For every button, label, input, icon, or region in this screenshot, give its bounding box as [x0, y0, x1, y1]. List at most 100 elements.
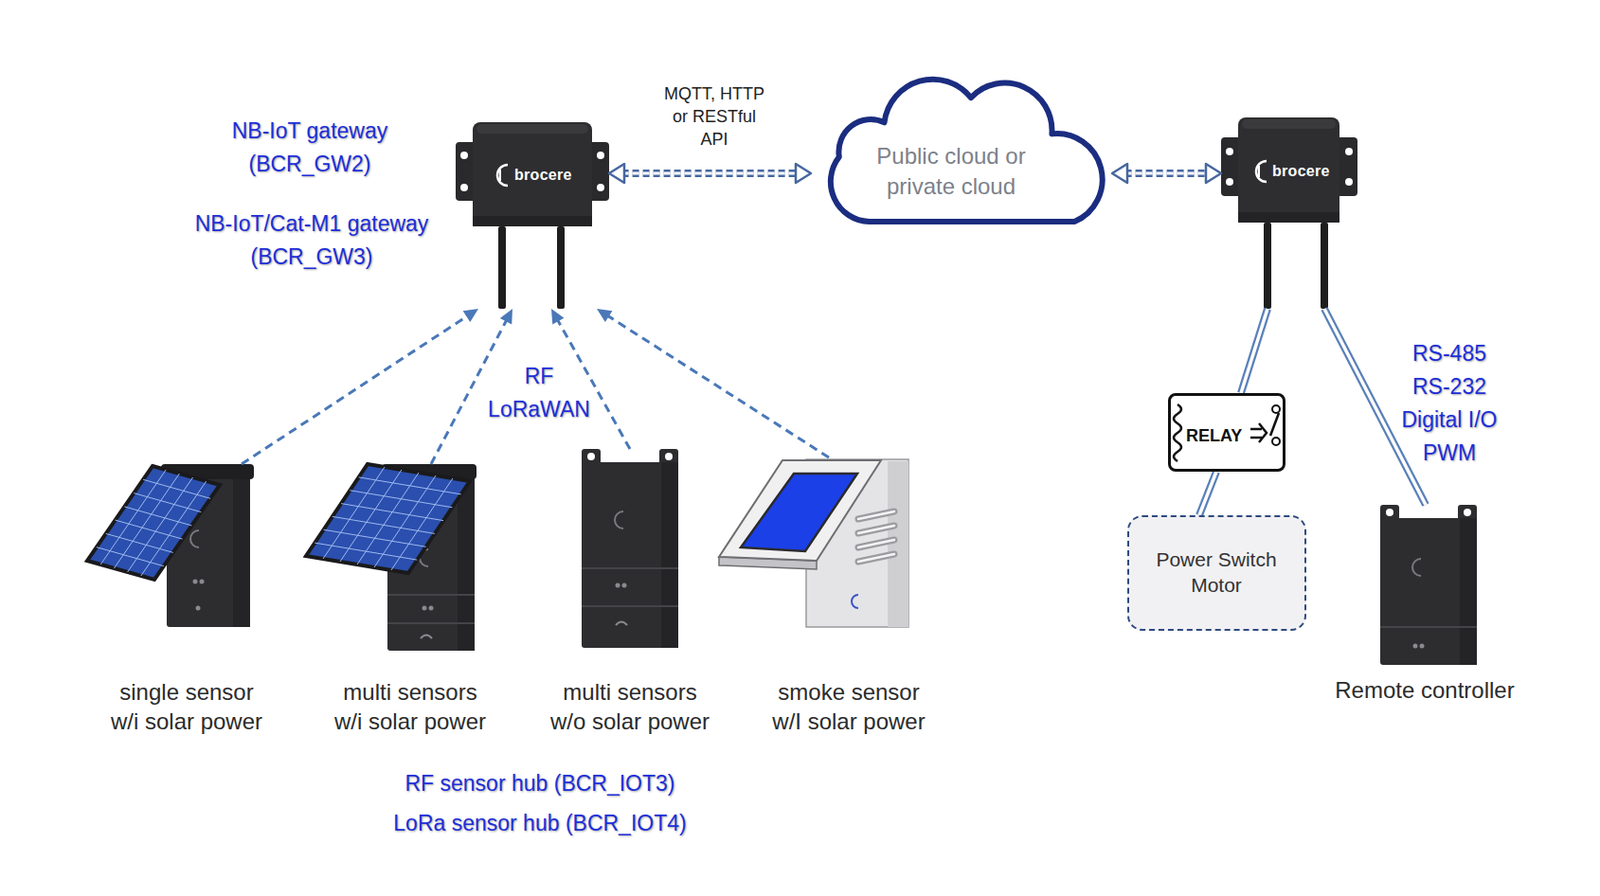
gateway-device-part: [476, 124, 589, 134]
relay-symbol-art-part: [1250, 429, 1262, 438]
gateway-device-part: [596, 151, 605, 160]
solar-sensor-device: [87, 464, 254, 628]
protocol-label: RF LoRaWAN: [483, 359, 595, 427]
sensor-device: single sensor w/i solar power: [87, 464, 272, 740]
solar-sensor-device-part: [196, 606, 201, 612]
connector-line: [1199, 471, 1217, 516]
gateway-device-part: [460, 183, 468, 192]
arrowhead: [1112, 163, 1128, 183]
gateway-device-part: [499, 169, 502, 181]
solar-sensor-device-part: [193, 579, 198, 585]
connector: [1324, 308, 1426, 505]
solar-sensor-device-part-part: [87, 466, 220, 580]
device-caption: Remote controller: [1334, 675, 1514, 705]
solar-sensor-device-part: [305, 464, 470, 574]
connector-line: [622, 172, 799, 176]
gateway-device-part: [596, 183, 605, 192]
smoke-sensor-device-part: [858, 539, 895, 548]
connector-line: [557, 319, 630, 450]
relay-symbol-art-part: [1272, 437, 1280, 446]
gateway-device-part: [1238, 117, 1340, 223]
gateway-box: brocere: [1221, 117, 1358, 309]
gateway-device-part: [1225, 178, 1234, 186]
sensor-hub-device-part: [622, 583, 628, 589]
smoke-sensor-device: smoke sensor w/I solar power: [719, 457, 931, 740]
device-caption: smoke sensor w/I solar power: [767, 677, 931, 737]
relay-symbol-art-part: [1270, 413, 1279, 436]
solar-sensor-device-part: [190, 530, 199, 548]
sensor-hub-device-part: [581, 605, 679, 608]
solar-sensor-device-part-part: [87, 466, 220, 580]
controller-device-part: [1385, 508, 1394, 517]
relay-symbol-art-part: [1173, 404, 1182, 462]
controller-device-part: [1459, 518, 1477, 666]
relay-label: RELAY: [1186, 426, 1242, 447]
gateway-device-part: [1345, 147, 1353, 156]
connector-line: [431, 319, 507, 465]
connector-line: [1125, 172, 1209, 176]
smoke-sensor-device-part: [858, 511, 895, 520]
sensor-hub-device-part: [614, 511, 624, 529]
device-caption: multi sensors w/o solar power: [548, 677, 712, 737]
edge-label: MQTT, HTTP or RESTful API: [660, 82, 770, 151]
solar-sensor-device-part: [233, 475, 251, 628]
connector-line: [1199, 471, 1217, 516]
cloud-outline-path: [830, 79, 1103, 222]
solar-sensor-device-part: [199, 579, 205, 585]
connector: [1199, 471, 1217, 516]
connector-line: [1240, 308, 1268, 394]
smoke-sensor-device-part: [887, 461, 909, 628]
smoke-sensor-device-part: [740, 473, 858, 552]
power-switch-box: Power Switch Motor: [1127, 515, 1307, 631]
gateway-device-part: [1241, 119, 1336, 129]
solar-sensor-device-part-part: [305, 464, 470, 574]
sensor-hub-device-part: [587, 452, 595, 461]
brand-logo-text: brocere: [514, 166, 573, 184]
interface-label: RS-485 RS-232 Digital I/O PWM: [1392, 337, 1507, 470]
connector: [431, 308, 513, 465]
connector-line: [1324, 308, 1426, 505]
smoke-sensor-device-part: [858, 511, 895, 520]
gateway-model-label: NB-IoT/Cat-M1 gateway (BCR_GW3): [187, 207, 436, 274]
gateway-device-part: [1238, 212, 1340, 223]
brand-logo-text: brocere: [1272, 162, 1331, 180]
gateway-device-part: [472, 215, 593, 227]
sensor-hub-device-part: [581, 462, 679, 648]
solar-sensor-device-part: [387, 622, 475, 625]
smoke-sensor-device-part: [858, 525, 895, 534]
connector: [1240, 308, 1268, 394]
smoke-sensor-device-part: [858, 525, 895, 534]
smoke-sensor-device-part: [851, 594, 859, 609]
cloud-shape: Public cloud or private cloud: [810, 76, 1113, 230]
gateway-device-part: [472, 122, 593, 227]
controller-device-part: [1463, 508, 1472, 517]
smoke-sensor-device-part: [858, 554, 895, 562]
connector: [1112, 163, 1222, 183]
gateway-device-part: [1256, 161, 1267, 182]
controller-device: Remote controller: [1320, 504, 1529, 709]
arrowhead: [1205, 163, 1222, 183]
gateway-device-part: [1225, 147, 1234, 156]
controller-device-part: [1420, 644, 1425, 649]
controller-device-part: [1380, 626, 1477, 629]
arrowhead: [463, 308, 479, 323]
solar-sensor-device-part: [429, 606, 434, 612]
sensor-device: multi sensors w/o solar power: [548, 449, 712, 740]
relay-symbol: RELAY: [1168, 393, 1286, 472]
sensor-hub-device-part: [661, 462, 679, 648]
arrowhead: [551, 308, 564, 325]
connector-line: [1240, 308, 1268, 394]
arrowhead: [596, 308, 612, 323]
connector-line: [622, 169, 799, 178]
solar-sensor-device-part: [457, 475, 475, 651]
controller-device-part: [1412, 558, 1421, 576]
box-label: Power Switch Motor: [1145, 546, 1288, 598]
gateway-device-part: [460, 151, 468, 160]
solar-sensor-device-part-part: [305, 464, 470, 574]
connector-line: [241, 315, 468, 465]
connector: [596, 308, 829, 458]
gateway-device: [455, 122, 610, 309]
sensor-hub-device-part: [615, 583, 621, 589]
gateway-device-part: [498, 226, 506, 309]
